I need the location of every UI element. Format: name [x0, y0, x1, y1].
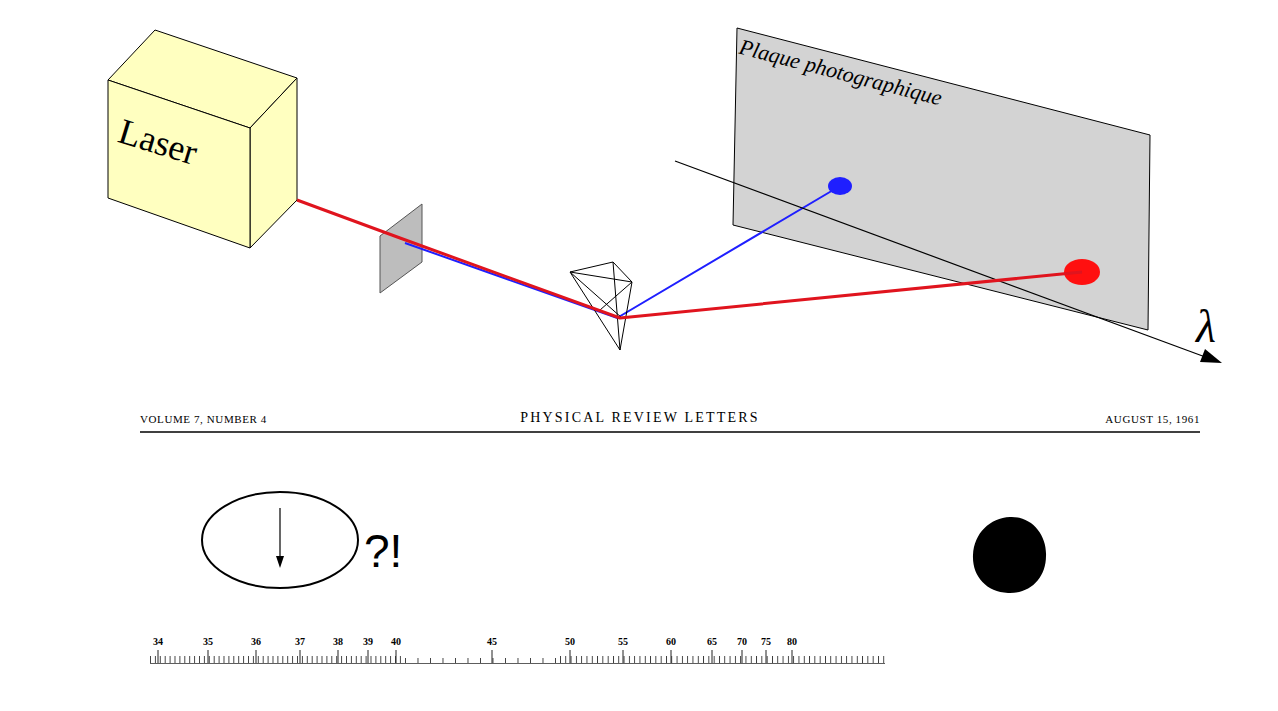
- scale-number: 45: [487, 636, 497, 647]
- prism: [570, 262, 632, 350]
- scale-number: 60: [666, 636, 676, 647]
- scale-number: 38: [333, 636, 343, 647]
- scale-number: 65: [707, 636, 717, 647]
- mark-arrowhead: [276, 556, 284, 568]
- scale-number: 34: [153, 636, 163, 647]
- journal-title: PHYSICAL REVIEW LETTERS: [520, 410, 760, 426]
- scale-number: 39: [363, 636, 373, 647]
- photographic-plate: Plaque photographique: [733, 28, 1153, 333]
- scale-number: 70: [737, 636, 747, 647]
- scale-number: 40: [391, 636, 401, 647]
- laser-box: Laser: [108, 30, 297, 248]
- scale-number: 50: [565, 636, 575, 647]
- surprise-mark: ?!: [364, 524, 402, 578]
- scale-number: 35: [203, 636, 213, 647]
- scale-number: 55: [618, 636, 628, 647]
- spectral-line-mark: [279, 508, 280, 560]
- wavelength-scale: [150, 650, 885, 664]
- red-line-exposure: [973, 517, 1046, 593]
- scale-number: 80: [787, 636, 797, 647]
- shape-face: [108, 80, 250, 248]
- journal-date: AUGUST 15, 1961: [1105, 413, 1200, 425]
- scale-number: 37: [295, 636, 305, 647]
- header-rule: [140, 431, 1200, 432]
- highlight-ellipse: [202, 492, 358, 588]
- journal-volume: VOLUME 7, NUMBER 4: [140, 413, 267, 425]
- scale-number: 75: [761, 636, 771, 647]
- shape-face: [250, 78, 297, 248]
- filter-plate: [380, 204, 422, 293]
- axis-symbol: λ: [1196, 300, 1216, 353]
- scale-number: 36: [251, 636, 261, 647]
- shape-face: [733, 28, 1150, 330]
